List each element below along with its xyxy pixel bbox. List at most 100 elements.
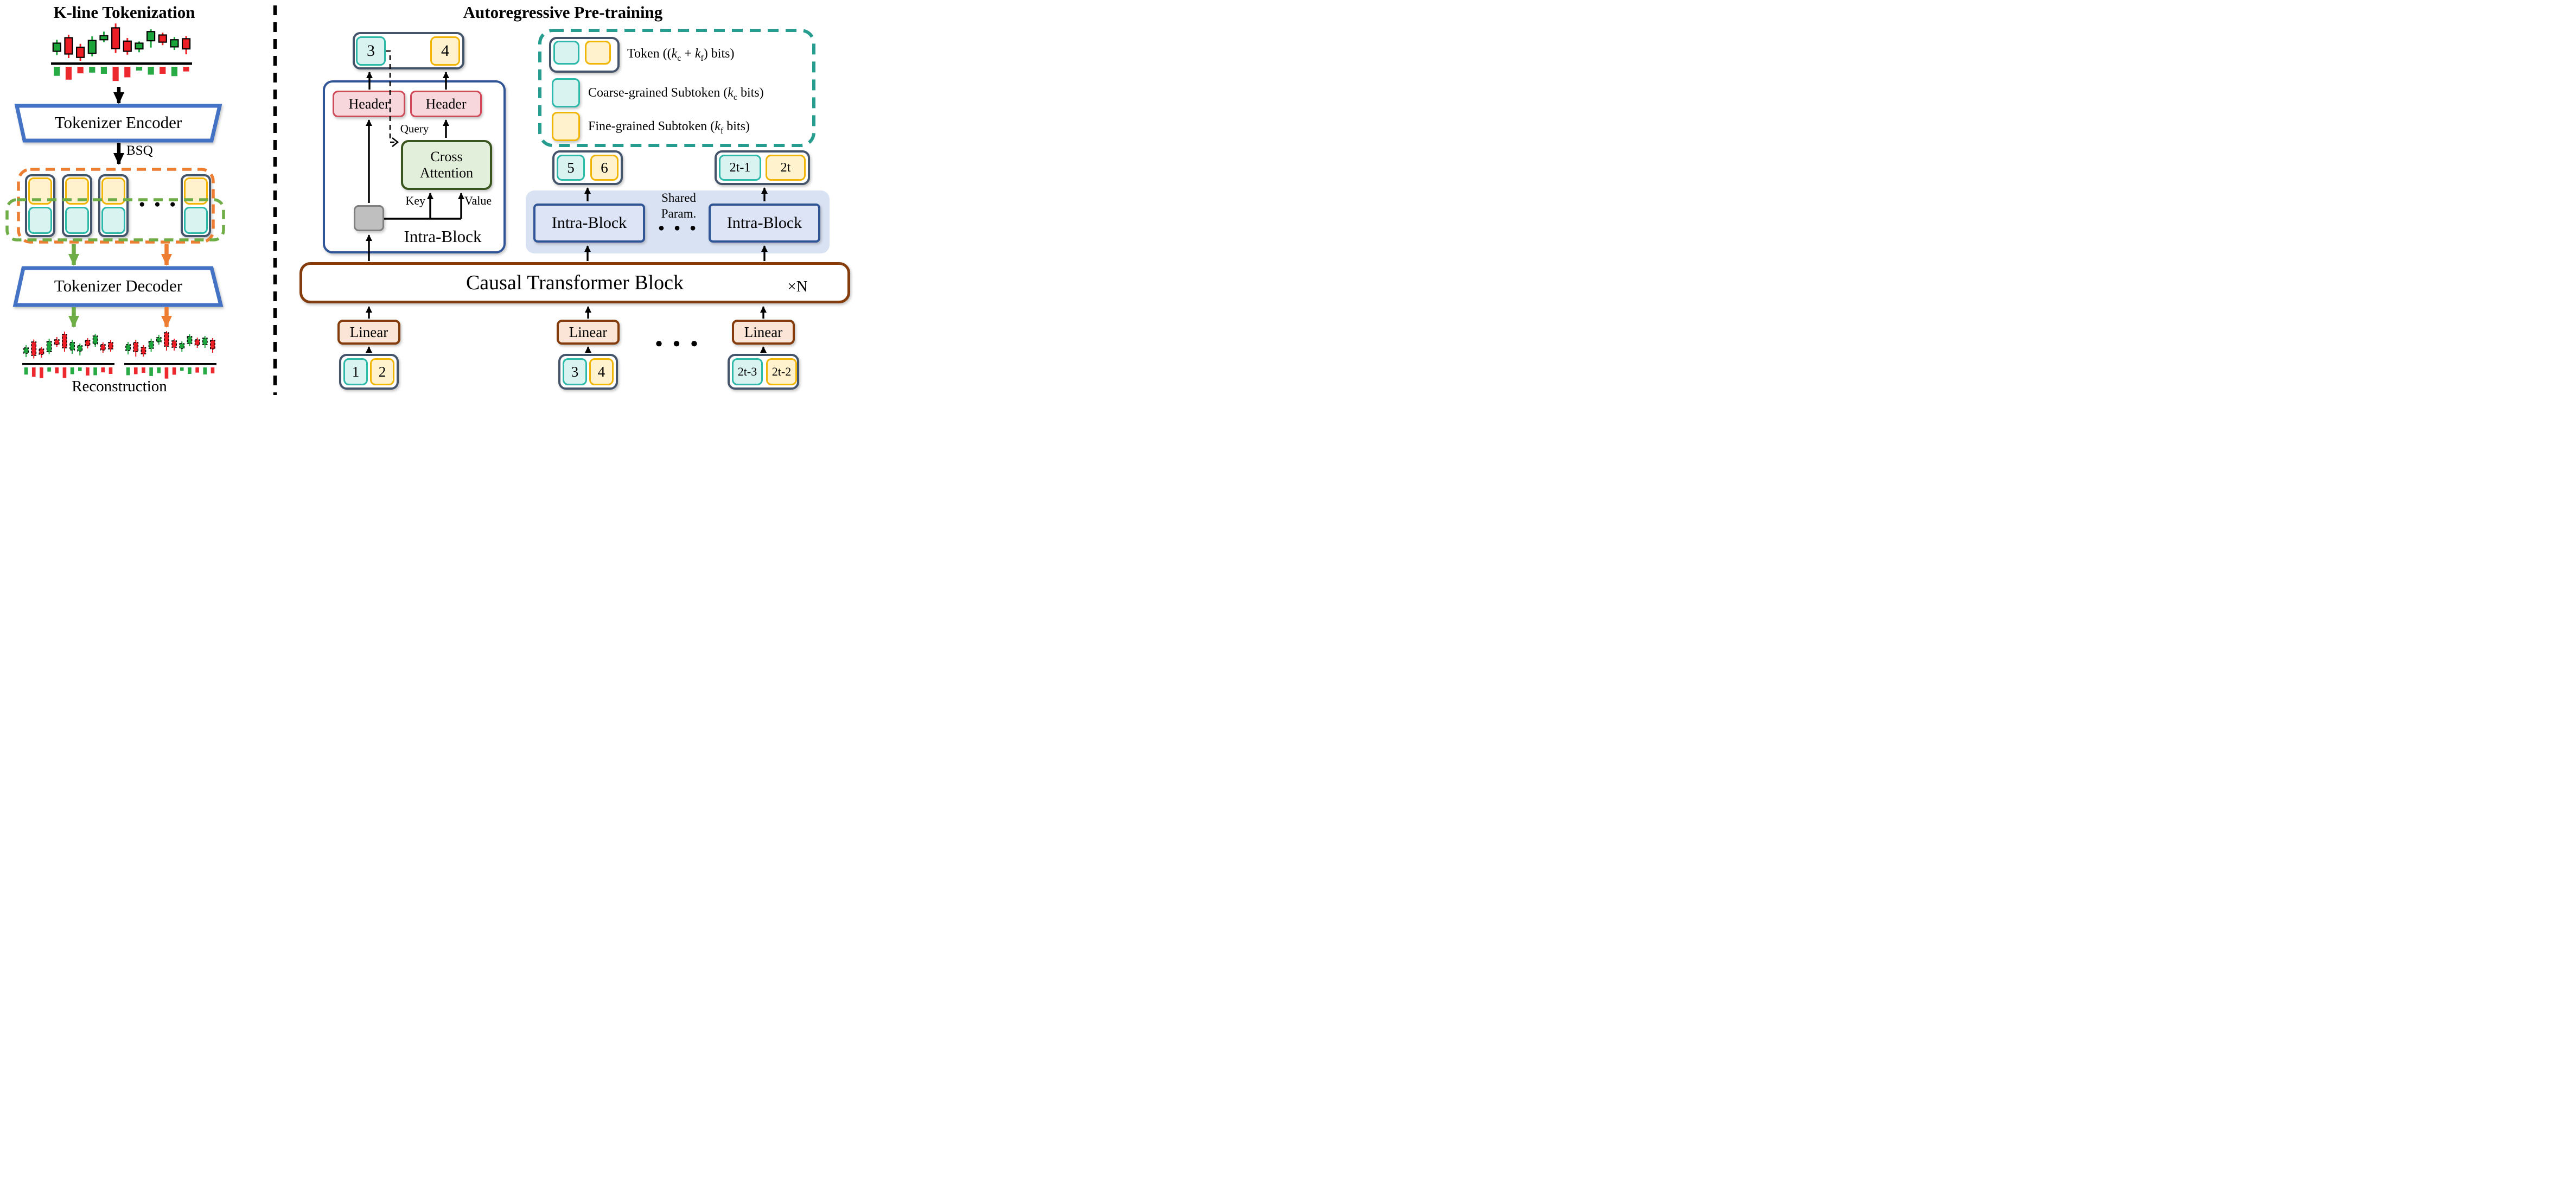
volume-bar xyxy=(164,367,169,379)
shared-param-line1: Shared xyxy=(661,191,696,205)
candle-body xyxy=(108,342,113,350)
candle-body xyxy=(64,37,73,55)
intra-block-box-2: Intra-Block xyxy=(709,204,820,243)
shared-param-line2: Param. xyxy=(661,207,697,220)
candle-body xyxy=(87,40,97,54)
volume-bar xyxy=(188,367,192,374)
candle-body xyxy=(125,344,131,351)
candle-body xyxy=(148,341,154,349)
coarse-subtoken-1: 1 xyxy=(343,358,368,385)
coarse-subtoken-3: 3 xyxy=(563,358,587,385)
candle-body xyxy=(146,31,156,42)
legend-fine-post: bits) xyxy=(723,119,750,134)
volume-bar xyxy=(211,367,215,374)
kline-chart xyxy=(51,23,192,82)
volume-bar xyxy=(31,367,36,377)
candle-body xyxy=(69,342,75,351)
figure-canvas: K-line Tokenization Tokenizer Encoder BS… xyxy=(0,0,859,401)
math-sub-c: c xyxy=(733,92,737,102)
token-pair-3-4-input: 3 4 xyxy=(558,354,618,390)
chart-baseline xyxy=(51,62,192,65)
volume-bar xyxy=(54,67,60,76)
volume-bar xyxy=(89,67,95,73)
candle-body xyxy=(62,334,67,348)
cross-attention-line1: Cross xyxy=(430,148,463,164)
legend-fine-label: Fine-grained Subtoken (kf bits) xyxy=(588,119,750,136)
volume-bar xyxy=(47,367,51,372)
candle-body xyxy=(99,35,109,41)
volume-bar xyxy=(183,67,189,72)
math-k: k xyxy=(671,47,678,61)
candle-body xyxy=(76,46,85,58)
causal-transformer-block xyxy=(299,262,850,303)
candle-body xyxy=(92,335,98,345)
xn-label: ×N xyxy=(787,278,808,295)
tokenizer-decoder-shape xyxy=(12,266,224,307)
candle-body xyxy=(179,343,185,349)
intra-block-box-1: Intra-Block xyxy=(533,204,645,243)
cross-attention-line2: Attention xyxy=(419,165,474,181)
candle-body xyxy=(52,42,61,52)
fine-subtoken-4: 4 xyxy=(430,36,460,66)
candle-body xyxy=(170,39,179,48)
chart-baseline xyxy=(22,363,114,365)
candle-body xyxy=(100,344,106,351)
reconstruction-label: Reconstruction xyxy=(72,378,167,395)
reconstruction-chart-left xyxy=(22,331,114,381)
coarse-subtoken-icon xyxy=(184,207,208,234)
fine-subtoken-2t: 2t xyxy=(766,155,806,181)
fine-subtoken-4: 4 xyxy=(589,358,614,385)
volume-bar xyxy=(112,67,119,81)
coarse-subtoken-icon xyxy=(101,207,125,234)
ellipsis-dots: ● ● ● xyxy=(658,222,700,234)
candle-body xyxy=(77,345,83,352)
volume-bar xyxy=(77,67,84,74)
causal-transformer-label: Causal Transformer Block xyxy=(466,271,684,294)
volume-bar xyxy=(40,367,43,378)
right-panel-title: Autoregressive Pre-training xyxy=(463,3,663,22)
reconstruction-chart-right xyxy=(124,331,216,381)
candle-body xyxy=(202,338,208,345)
cross-attention-block: Cross Attention xyxy=(401,140,492,190)
candle-body xyxy=(181,38,191,50)
candle-body xyxy=(164,332,169,347)
candle-body xyxy=(135,42,144,50)
bsq-label: BSQ xyxy=(126,143,153,158)
legend-token-label: Token ((kc + kf) bits) xyxy=(627,47,734,63)
hidden-state-box xyxy=(354,205,384,231)
candle-body xyxy=(194,339,200,346)
coarse-subtoken-3: 3 xyxy=(356,36,386,66)
volume-bar xyxy=(86,367,90,376)
candle-body xyxy=(111,27,120,49)
fine-subtoken-icon xyxy=(101,177,125,205)
legend-fine-subtoken-icon xyxy=(585,41,611,65)
volume-bar xyxy=(65,67,72,80)
candle-body xyxy=(46,341,52,352)
token-pair-2t1-2t: 2t-1 2t xyxy=(715,150,810,185)
token-pair-2t3-2t2-input: 2t-3 2t-2 xyxy=(728,354,799,390)
legend-fine-icon xyxy=(552,112,580,141)
volume-bar xyxy=(124,67,131,78)
volume-bar xyxy=(157,367,161,373)
candlestick-svg xyxy=(124,331,216,379)
candle-body xyxy=(39,348,44,355)
linear-layer-2: Linear xyxy=(557,320,620,345)
token-pair-3-4-output: 3 4 xyxy=(353,32,464,69)
volume-bar xyxy=(148,67,154,75)
candle-body xyxy=(171,340,177,348)
linear-layer-1: Linear xyxy=(337,320,400,345)
fine-subtoken-icon xyxy=(28,177,52,205)
legend-coarse-pre: Coarse-grained Subtoken ( xyxy=(588,86,728,100)
candle-body xyxy=(133,342,139,352)
candle-body xyxy=(141,347,146,354)
volume-bar xyxy=(100,67,107,74)
volume-bar xyxy=(126,367,130,376)
math-k: k xyxy=(694,47,701,61)
volume-bar xyxy=(195,367,199,373)
token-group xyxy=(62,174,92,237)
candle-body xyxy=(156,337,162,342)
legend-token-post: ) bits) xyxy=(703,47,735,61)
coarse-subtoken-5: 5 xyxy=(557,155,585,181)
fine-subtoken-icon xyxy=(65,177,89,205)
value-label: Value xyxy=(464,194,492,207)
